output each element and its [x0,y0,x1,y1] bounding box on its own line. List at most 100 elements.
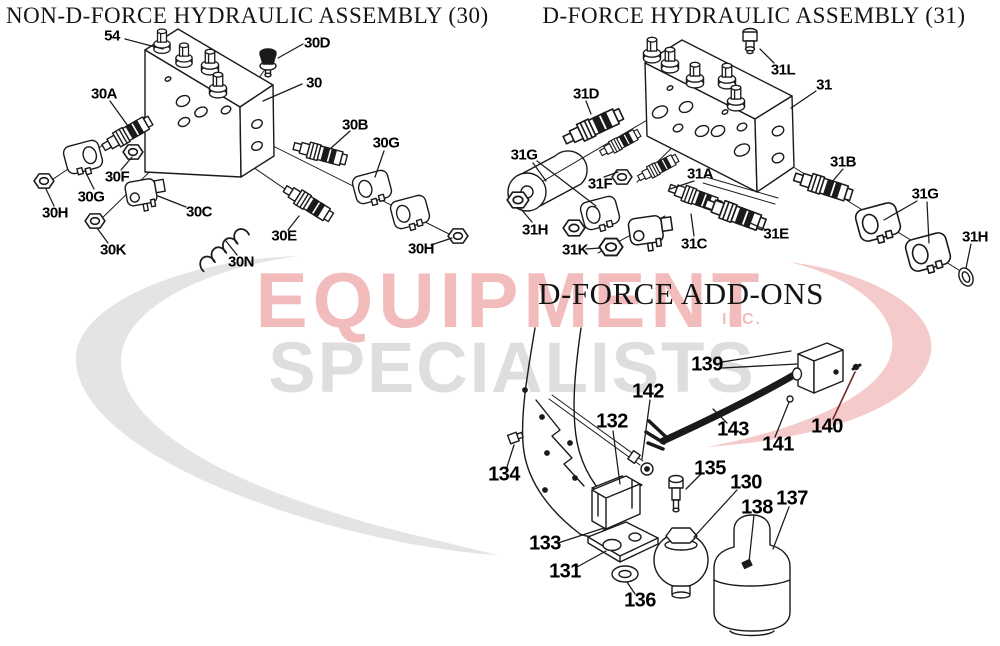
part-label-30c: 30C [185,203,213,221]
part-label-31e: 31E [763,225,789,243]
hex-nut-30h-2 [447,228,469,244]
hex-plug-31f [611,169,633,185]
hex-nut-31h [506,191,530,209]
part-label-31l: 31L [770,61,796,79]
screw-141 [786,395,794,403]
cartridge-valve-30e [280,181,336,225]
part-label-143: 143 [717,418,749,441]
solenoid-valve-30c [123,175,169,215]
manifold-block-31 [644,39,795,193]
part-label-132: 132 [596,410,628,433]
part-label-139: 139 [691,353,723,376]
part-label-30a: 30A [90,85,118,103]
elbow-fitting [642,36,662,64]
part-label-30d: 30D [303,34,331,52]
leader-line-140 [832,371,856,420]
leader-lines-non-d-force [45,38,453,256]
part-label-54: 54 [104,27,120,45]
part-label-31d: 31D [572,85,600,103]
title-d-force-assembly: D-FORCE HYDRAULIC ASSEMBLY (31) [542,3,966,28]
non-d-force-assembly-drawing [33,28,469,273]
cartridge-valve-31a [635,151,681,185]
title-non-d-force-assembly: NON-D-FORCE HYDRAULIC ASSEMBLY (30) [6,3,489,28]
part-label-140: 140 [811,415,843,438]
fitting-31l [742,27,758,55]
part-label-142: 142 [632,380,664,403]
d-force-assembly-drawing [506,27,977,290]
part-label-30k: 30K [99,241,127,259]
part-label-30g: 30G [372,134,400,152]
part-label-31: 31 [816,76,832,94]
part-label-31b: 31B [829,153,857,171]
part-label-31g: 31G [911,185,939,203]
plate-screw [539,414,545,420]
part-label-137: 137 [776,487,808,510]
leader-lines-d-force [520,48,972,269]
part-label-130: 130 [730,471,762,494]
fitting-135 [668,474,684,513]
part-label-30h: 30H [41,204,69,222]
part-label-30n: 30N [227,253,255,271]
bracket-133 [591,475,643,530]
d-force-add-ons-drawing [506,327,862,637]
washer-31h [955,264,977,290]
elbow-fitting-54 [153,28,171,54]
hex-nut-30k [84,213,106,229]
part-label-30: 30 [306,74,322,92]
plate-screw [544,450,550,456]
hex-nut-31k [598,237,624,257]
part-label-31g: 31G [510,146,538,164]
washer-136 [611,565,639,583]
connector-139 [791,342,844,394]
cartridge-valve-30b [291,137,349,169]
part-label-30g: 30G [77,188,105,206]
part-label-31h: 31H [961,228,989,246]
part-label-30e: 30E [271,227,297,245]
part-label-30b: 30B [341,116,369,134]
leader-lines-add-ons [506,350,798,595]
part-label-31c: 31C [680,235,708,253]
hex-nut-30h [33,173,55,189]
accumulator-130 [653,527,709,599]
part-label-141: 141 [762,433,794,456]
plate-screw [567,440,573,446]
coiled-wire-30n [199,228,250,273]
part-label-133: 133 [529,532,561,555]
part-label-30f: 30F [104,168,130,186]
part-label-138: 138 [741,496,773,519]
manifold-block-30 [144,28,275,178]
part-label-136: 136 [624,589,656,612]
rod-132 [548,394,654,476]
part-label-31k: 31K [561,241,589,259]
title-d-force-add-ons: D-FORCE ADD-ONS [538,276,824,311]
hex-plug-30f [122,144,144,160]
part-label-135: 135 [694,457,726,480]
solenoid-coil [626,212,676,255]
swoosh-pink [707,262,932,447]
cartridge-valve-small [597,126,643,160]
watermark-word1: EQUIPMENT [256,256,765,344]
coil-30g [61,138,106,180]
cartridge-valve-31b [791,167,855,205]
screw-140 [851,363,862,371]
part-label-30h: 30H [407,240,435,258]
plug-30d [259,48,277,78]
part-label-31f: 31F [587,175,613,193]
base-bracket-131 [587,521,659,563]
plate-screw [572,475,578,481]
cover-137 [713,514,791,637]
coil-30g-3 [388,193,433,235]
hex-nut [562,219,586,237]
coil-31g-3 [853,200,905,249]
bolt-134 [506,431,524,445]
part-label-131: 131 [549,560,581,583]
part-label-31h: 31H [521,221,549,239]
watermark: EQUIPMENT INC. SPECIALISTS [75,256,932,555]
coil-31g-2 [578,194,623,236]
plate-screw [522,387,528,393]
watermark-word2: SPECIALISTS [268,329,756,408]
part-label-134: 134 [488,463,520,486]
cable-143 [644,368,803,451]
